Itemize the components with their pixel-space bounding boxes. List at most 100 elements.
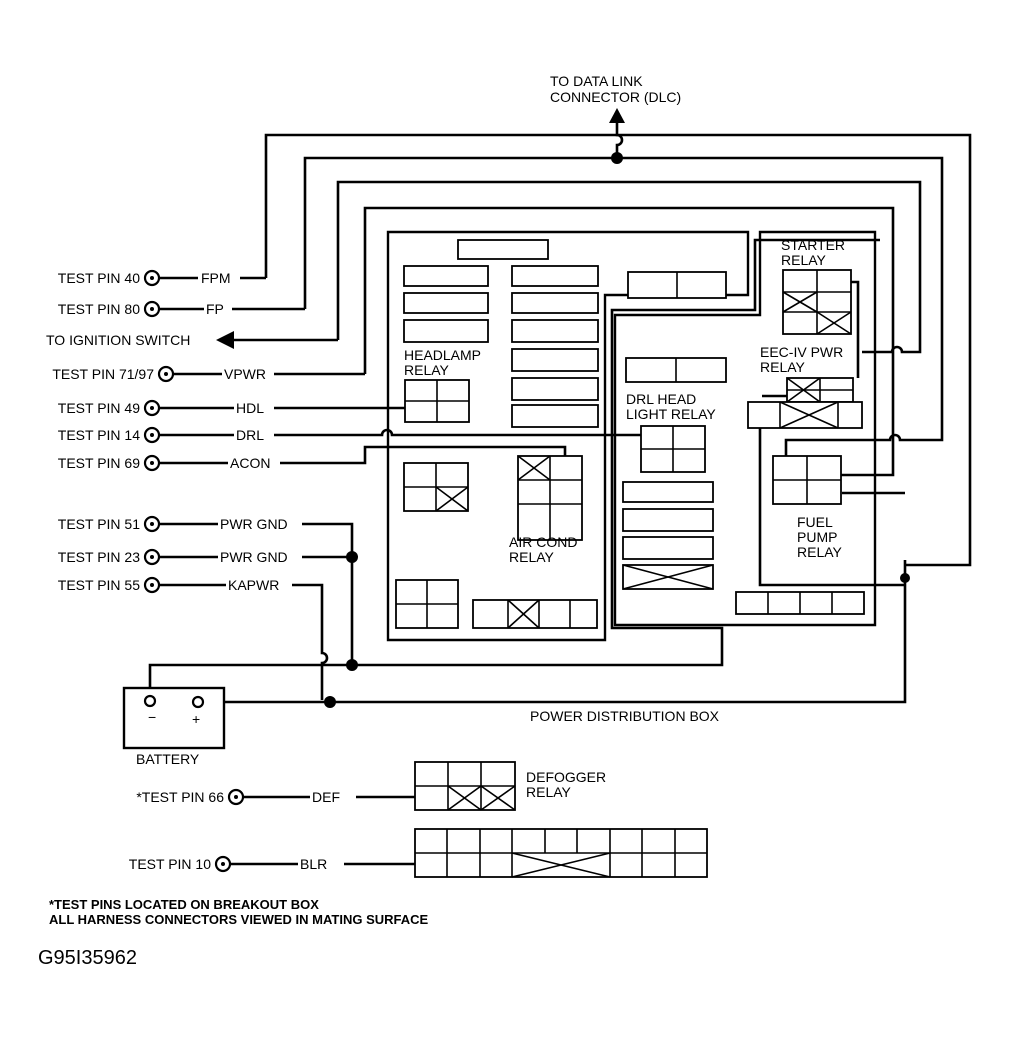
footnote-line1: *TEST PINS LOCATED ON BREAKOUT BOX <box>49 897 319 912</box>
ignition-arrow-icon <box>216 331 234 349</box>
signal-label: ACON <box>230 455 270 471</box>
drl-relay-label: DRL HEAD <box>626 391 696 407</box>
dlc-splice-dot <box>611 152 623 164</box>
test-pin-80-terminal <box>143 300 161 318</box>
signal-label: KAPWR <box>228 577 279 593</box>
fuse-slot <box>457 239 549 260</box>
headlamp-relay-label: HEADLAMP <box>404 347 481 363</box>
defogger-relay-label: DEFOGGER <box>526 769 606 785</box>
fuse-slot <box>622 564 714 590</box>
labels: TO DATA LINK CONNECTOR (DLC) TEST PIN 40… <box>38 73 845 969</box>
defogger-relay <box>414 761 516 811</box>
ignition-switch-label: TO IGNITION SWITCH <box>46 332 190 348</box>
battery-label: BATTERY <box>136 751 200 767</box>
headlamp-relay-label: RELAY <box>404 362 450 378</box>
starter-relay-label: RELAY <box>781 252 827 268</box>
test-pin-label: TEST PIN 10 <box>129 856 211 872</box>
signal-label: PWR GND <box>220 516 288 532</box>
ground-splice-dot <box>346 659 358 671</box>
battery-positive-terminal <box>191 695 205 709</box>
blower-connector <box>414 828 708 878</box>
air-cond-relay <box>517 455 583 541</box>
splice-points <box>324 152 910 708</box>
figure-code: G95I35962 <box>38 947 137 969</box>
test-pin-51-terminal <box>143 515 161 533</box>
footnote-line2: ALL HARNESS CONNECTORS VIEWED IN MATING … <box>49 912 429 927</box>
signal-label: HDL <box>236 400 264 416</box>
test-pin-label: TEST PIN 49 <box>58 400 140 416</box>
air-cond-relay-label: RELAY <box>509 549 555 565</box>
defogger-relay-label: RELAY <box>526 784 572 800</box>
fuse-slot <box>622 536 714 560</box>
fuse-slot <box>403 319 489 343</box>
drl-relay-label: LIGHT RELAY <box>626 406 716 422</box>
relay-block <box>403 462 469 512</box>
fuse-slot <box>511 348 599 372</box>
power-distribution-box <box>386 230 877 642</box>
test-pin-label: TEST PIN 14 <box>58 427 140 443</box>
fuel-pump-relay <box>772 455 842 505</box>
fuel-pump-relay-label: PUMP <box>797 529 837 545</box>
test-pin-71-97-terminal <box>157 365 175 383</box>
test-pin-23-terminal <box>143 548 161 566</box>
test-pin-69-terminal <box>143 454 161 472</box>
fuse-slot <box>622 508 714 532</box>
fuse-slot <box>511 292 599 314</box>
power-splice-dot <box>900 573 910 583</box>
starter-relay <box>782 269 852 335</box>
test-pin-label: TEST PIN 55 <box>58 577 140 593</box>
test-pin-label: TEST PIN 80 <box>58 301 140 317</box>
fuse-slot <box>625 357 727 383</box>
test-pin-40-terminal <box>143 269 161 287</box>
fuse-slot <box>511 265 599 287</box>
fuse-slot <box>511 377 599 401</box>
signal-label: BLR <box>300 856 327 872</box>
signal-label: DEF <box>312 789 340 805</box>
fuse-slot <box>511 319 599 343</box>
signal-label: DRL <box>236 427 264 443</box>
dlc-arrow-icon <box>609 108 625 123</box>
test-pin-49-terminal <box>143 399 161 417</box>
power-distribution-box-label: POWER DISTRIBUTION BOX <box>530 708 720 724</box>
battery: − + BATTERY <box>122 686 226 767</box>
signal-label: FPM <box>201 270 231 286</box>
fuse-slot <box>622 481 714 503</box>
test-pin-label: TEST PIN 71/97 <box>52 366 154 382</box>
test-pin-label: TEST PIN 40 <box>58 270 140 286</box>
signal-label: VPWR <box>224 366 266 382</box>
eec-relay-label: RELAY <box>760 359 806 375</box>
test-pin-label: TEST PIN 69 <box>58 455 140 471</box>
fuse-slot <box>403 292 489 314</box>
fuse-slot <box>403 265 489 287</box>
eec-iv-pwr-relay <box>747 377 863 429</box>
relay-block <box>395 579 459 629</box>
drl-relay <box>640 425 706 473</box>
battery-negative-terminal <box>143 694 157 708</box>
dlc-label-line1: TO DATA LINK <box>550 73 643 89</box>
eec-relay-label: EEC-IV PWR <box>760 344 843 360</box>
fuel-pump-relay-label: RELAY <box>797 544 843 560</box>
test-pin-label: TEST PIN 51 <box>58 516 140 532</box>
test-pin-terminals <box>143 269 245 873</box>
dlc-label-line2: CONNECTOR (DLC) <box>550 89 681 105</box>
test-pin-14-terminal <box>143 426 161 444</box>
starter-relay-label: STARTER <box>781 237 845 253</box>
test-pin-66-terminal <box>227 788 245 806</box>
air-cond-relay-label: AIR COND <box>509 534 577 550</box>
battery-positive-sign: + <box>192 711 200 727</box>
test-pin-55-terminal <box>143 576 161 594</box>
test-pin-label: *TEST PIN 66 <box>136 789 224 805</box>
headlamp-relay <box>404 379 470 423</box>
ground-splice-dot <box>346 551 358 563</box>
battery-negative-sign: − <box>148 709 156 725</box>
pdb-connector <box>735 591 865 615</box>
test-pin-label: TEST PIN 23 <box>58 549 140 565</box>
battery-splice-dot <box>324 696 336 708</box>
pdb-connector <box>472 599 598 629</box>
fuse-slot <box>511 404 599 428</box>
signal-label: PWR GND <box>220 549 288 565</box>
signal-label: FP <box>206 301 224 317</box>
harness-wires <box>148 108 972 866</box>
test-pin-10-terminal <box>214 855 232 873</box>
